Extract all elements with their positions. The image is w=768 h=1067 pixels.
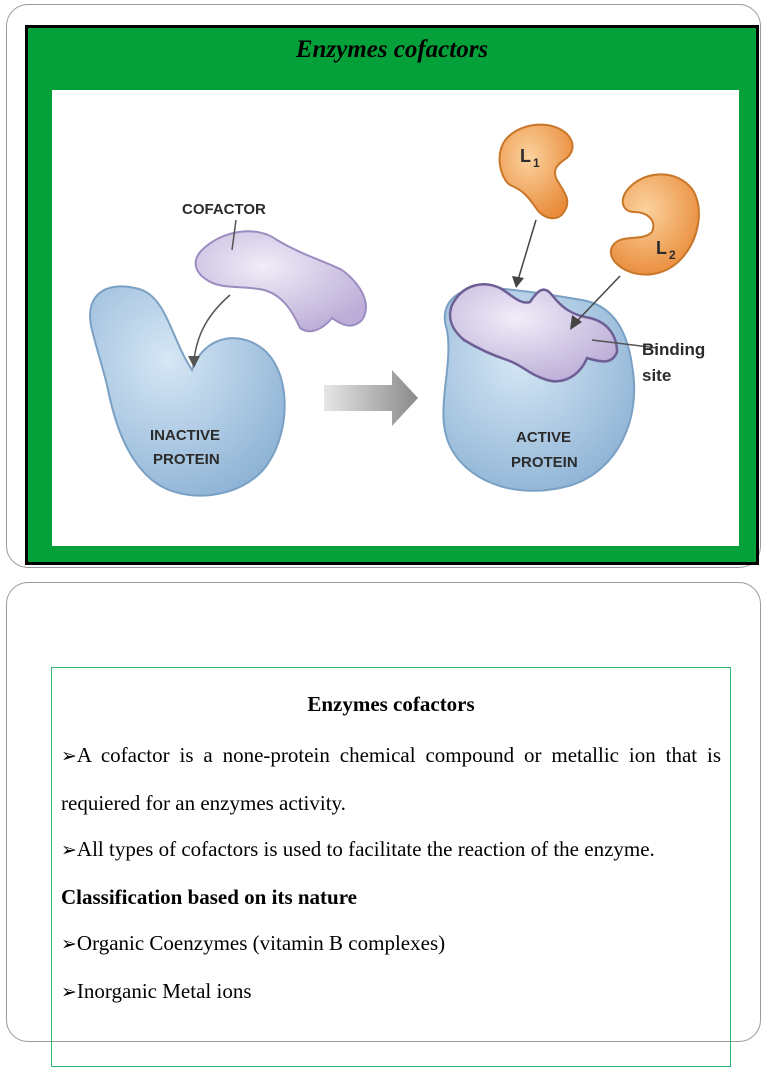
label-site: site [642, 366, 671, 385]
label-cofactor: COFACTOR [182, 201, 266, 218]
slide-title: Enzymes cofactors [295, 36, 489, 63]
paragraph-2: ➢All types of cofactors is used to facil… [61, 826, 721, 874]
bullet-arrow-icon: ➢ [61, 746, 77, 767]
paragraph-1-text: A cofactor is a none-protein chemical co… [61, 743, 721, 815]
slide-enzymes-cofactors-figure: Enzymes cofactors [6, 4, 761, 568]
label-inactive: INACTIVE [150, 427, 220, 444]
bullet-arrow-icon: ➢ [61, 982, 77, 1003]
item-organic-text: Organic Coenzymes (vitamin B complexes) [76, 931, 446, 955]
paragraph-2-text: All types of cofactors is used to facili… [76, 837, 655, 861]
label-active-protein: PROTEIN [511, 454, 578, 471]
slide-enzymes-cofactors-text: Enzymes cofactors ➢A cofactor is a none-… [6, 582, 761, 1067]
item-inorganic-text: Inorganic Metal ions [76, 979, 252, 1003]
ligand-l2-shape [609, 173, 700, 276]
paragraph-1: ➢A cofactor is a none-protein chemical c… [61, 732, 721, 826]
cofactor-shape [194, 230, 367, 333]
list-item-organic: ➢Organic Coenzymes (vitamin B complexes) [61, 920, 721, 968]
label-l2: L [656, 238, 667, 258]
diagram-svg: COFACTOR L 1 L 2 Binding site INACTIVE P… [89, 123, 705, 497]
ligand-l1-shape [498, 123, 574, 220]
label-inactive-protein: PROTEIN [153, 451, 220, 468]
bullet-arrow-icon: ➢ [61, 840, 77, 861]
label-l1: L [520, 146, 531, 166]
bullet-arrow-icon: ➢ [61, 934, 77, 955]
bound-cofactor-shape [448, 283, 619, 383]
label-l2-sub: 2 [669, 248, 676, 262]
classification-heading: Classification based on its nature [61, 885, 357, 909]
green-frame: Enzymes cofactors [25, 25, 759, 565]
transition-arrow [324, 370, 418, 426]
label-active: ACTIVE [516, 429, 571, 446]
content-title: Enzymes cofactors [307, 692, 475, 716]
content-textbox: Enzymes cofactors ➢A cofactor is a none-… [51, 667, 731, 1067]
label-l1-sub: 1 [533, 156, 540, 170]
list-item-inorganic: ➢Inorganic Metal ions [61, 968, 721, 1016]
inactive-protein-shape [89, 285, 286, 497]
label-binding: Binding [642, 340, 705, 359]
cofactor-diagram: COFACTOR L 1 L 2 Binding site INACTIVE P… [52, 90, 739, 546]
